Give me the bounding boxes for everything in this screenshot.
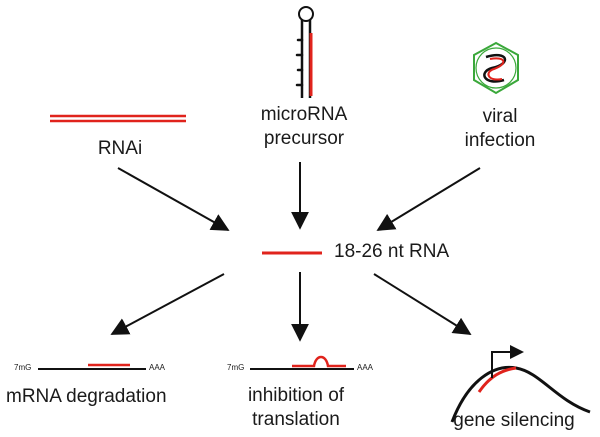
tail-mark-inhibition: AAA — [357, 363, 374, 372]
inhibition-label-line2: translation — [252, 409, 340, 430]
arrow-center-to-silencing — [373, 273, 472, 335]
arrow-rnai-to-center — [117, 167, 230, 231]
translation-inhibition-icon — [250, 355, 354, 370]
arrow-center-to-degradation — [110, 273, 225, 335]
mrna-degradation-icon — [38, 363, 146, 370]
gene-silencing-icon — [450, 345, 591, 423]
degradation-label: mRNA degradation — [6, 386, 167, 407]
silencing-label: gene silencing — [453, 410, 575, 431]
inhibition-label-line1: inhibition of — [247, 385, 345, 406]
arrow-viral-to-center — [376, 167, 481, 231]
rnai-label: RNAi — [97, 138, 143, 159]
rnai-dsrna-icon — [50, 114, 186, 123]
microrna-label-line1: microRNA — [260, 104, 348, 125]
tail-mark-degradation: AAA — [149, 363, 166, 372]
center-rna-label: 18-26 nt RNA — [334, 241, 450, 262]
cap-mark-degradation: 7mG — [14, 363, 32, 372]
cap-mark-inhibition: 7mG — [227, 363, 245, 372]
microrna-label-line2: precursor — [263, 128, 345, 149]
microrna-hairpin-icon — [295, 6, 314, 98]
viral-label-line2: infection — [464, 130, 536, 151]
virus-icon — [473, 41, 519, 95]
viral-label-line1: viral — [482, 106, 518, 127]
